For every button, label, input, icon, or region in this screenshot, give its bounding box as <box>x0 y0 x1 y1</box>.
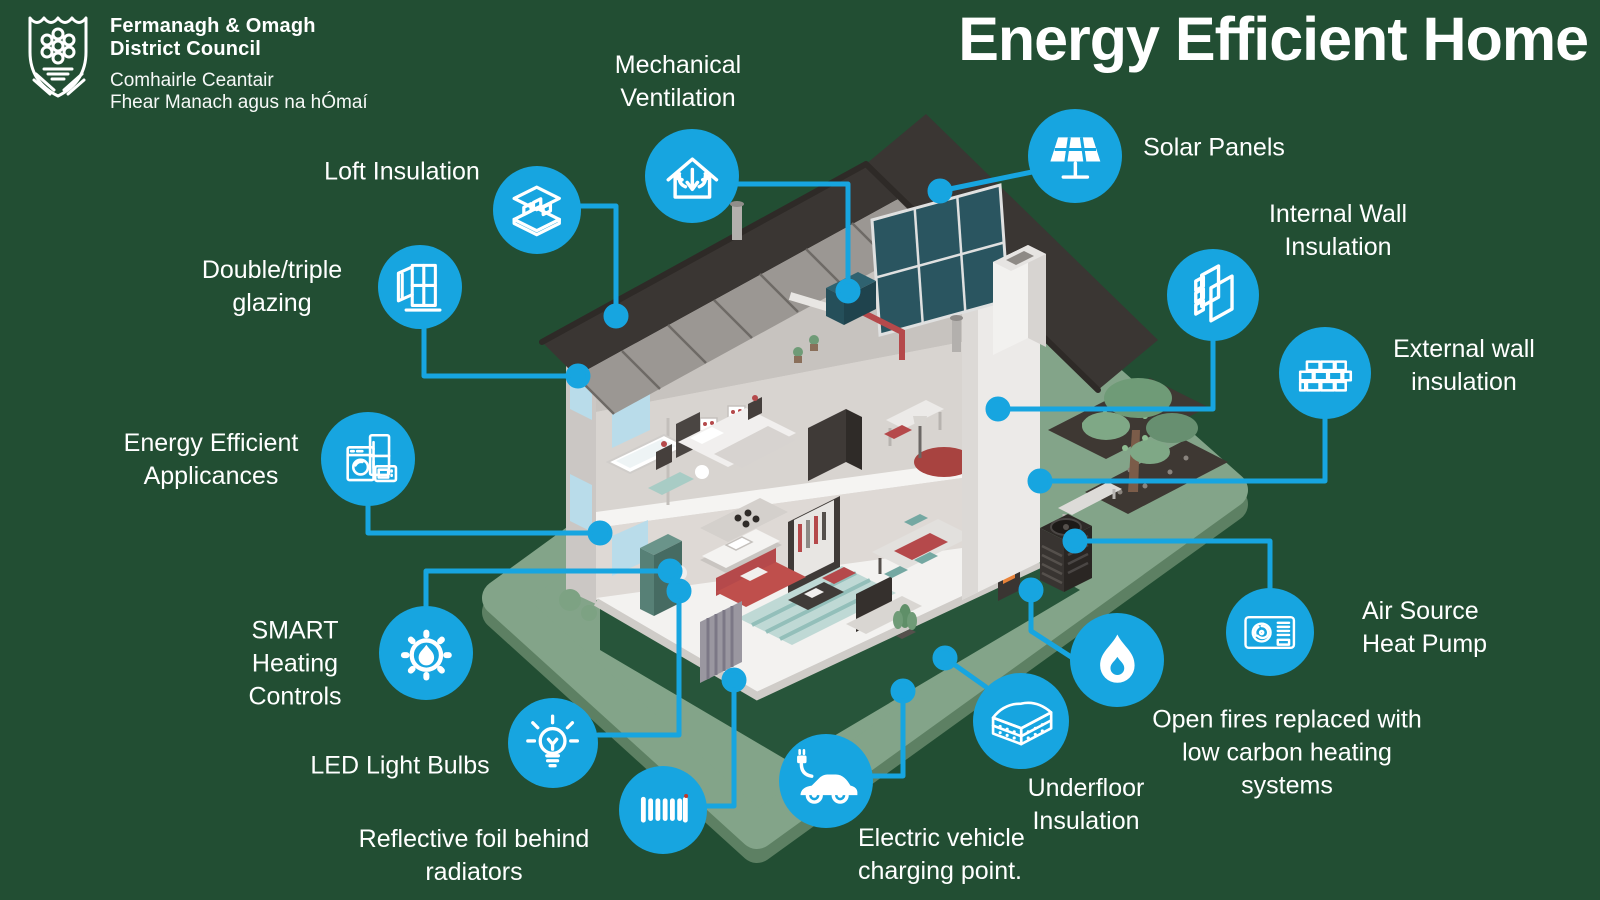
label-air-source-heat-pump: Air Source Heat Pump <box>1362 597 1488 658</box>
flame-icon <box>1070 613 1164 707</box>
connector-reflective-foil <box>704 667 747 809</box>
label-mechanical-ventilation: Mechanical Ventilation <box>614 51 742 112</box>
underfloor-insulation-icon <box>973 673 1069 769</box>
loft-insulation-icon <box>493 166 581 254</box>
label-internal-wall-insulation: Internal Wall Insulation <box>1268 200 1407 261</box>
radiator-icon <box>619 766 707 854</box>
label-reflective-foil: Reflective foil behind radiators <box>358 825 590 886</box>
connector-appliances <box>365 503 613 546</box>
label-external-wall-insulation: External wall insulation <box>1393 335 1535 396</box>
label-ev-charging: Electric vehicle charging point. <box>858 824 1025 885</box>
study <box>808 400 974 481</box>
ground-wall <box>596 478 962 598</box>
connector-loft-insulation <box>577 203 629 329</box>
appliances-icon <box>321 412 415 506</box>
page-title: Energy Efficient Home <box>958 5 1589 73</box>
label-double-triple-glazing: Double/triple glazing <box>201 256 343 317</box>
council-crest-icon <box>28 16 88 98</box>
chimney <box>993 245 1046 355</box>
label-loft-insulation: Loft Insulation <box>324 157 480 186</box>
label-open-fires: Open fires replaced with low carbon heat… <box>1152 705 1422 800</box>
right-wall <box>962 258 1040 600</box>
logo-irish-line2: Fhear Manach agus na hÓmaí <box>110 92 368 114</box>
smart-heating-icon <box>379 606 473 700</box>
living-room <box>700 496 922 683</box>
flue-pipes <box>730 201 963 352</box>
internal-wall-icon <box>1167 249 1259 341</box>
label-solar-panels: Solar Panels <box>1143 133 1285 162</box>
connector-smart-heating <box>423 558 683 609</box>
connector-internal-wall <box>985 338 1216 422</box>
house-shadow <box>600 566 1080 762</box>
connector-ev-charging <box>869 678 916 779</box>
solar-array <box>870 183 1010 337</box>
connector-solar-panels <box>927 169 1035 204</box>
connector-mechanical-ventilation <box>735 181 861 304</box>
solar-panel-icon <box>1028 109 1122 203</box>
connector-double-triple-glazing <box>421 326 591 389</box>
council-logo: Fermanagh & Omagh District Council Comha… <box>22 12 368 122</box>
upstairs-floor-slab <box>596 462 962 528</box>
mechanical-ventilation-icon <box>645 129 739 223</box>
heat-pump-icon <box>1226 588 1314 676</box>
label-underfloor-insulation: Underfloor Insulation <box>1027 774 1145 835</box>
electric-car-icon <box>779 734 873 828</box>
label-led-light-bulbs: LED Light Bulbs <box>310 751 490 780</box>
connector-heat-pump <box>1062 528 1273 591</box>
connector-underfloor <box>932 645 989 690</box>
tree-foliage <box>1082 378 1198 464</box>
floor-curb <box>593 560 1042 701</box>
garden <box>1048 378 1228 524</box>
brick-wall-icon <box>1279 327 1371 419</box>
logo-irish-line1: Comhairle Ceantair <box>110 70 274 92</box>
window <box>570 474 592 532</box>
roof-left-slope <box>542 164 900 376</box>
label-energy-efficient-appliances: Energy Efficient Applicances <box>123 429 299 490</box>
connector-led-bulbs <box>595 578 692 738</box>
logo-org-line1: Fermanagh & Omagh <box>110 15 316 37</box>
window <box>612 520 648 576</box>
window-glazing-icon <box>378 245 462 329</box>
label-smart-heating-controls: SMART Heating Controls <box>248 616 342 711</box>
logo-org-line2: District Council <box>110 38 261 61</box>
connector-open-fires <box>1018 577 1085 667</box>
connector-external-wall <box>1027 416 1328 494</box>
bedroom <box>656 395 796 470</box>
dining-area <box>872 514 972 578</box>
led-bulb-icon <box>508 698 598 788</box>
